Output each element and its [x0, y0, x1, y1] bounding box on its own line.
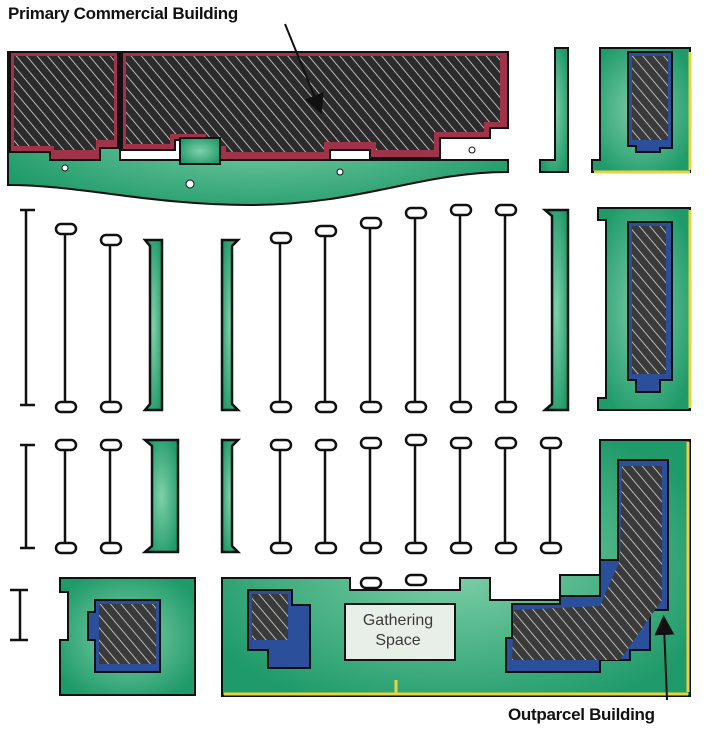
- primary-building-leader-arrow: [284, 23, 324, 115]
- landscape-island: [141, 438, 180, 554]
- outparcel-building-label: Outparcel Building: [508, 705, 655, 724]
- primary-building-left-roof: [14, 56, 114, 150]
- outparcel-building-leader-arrow: [654, 615, 675, 701]
- parking-row-2: [20, 433, 563, 555]
- landscape-island: [541, 208, 570, 412]
- parking-row-1: [20, 203, 570, 414]
- primary-building-block: [7, 51, 509, 207]
- bottom-main-lot: [221, 439, 691, 697]
- primary-building-entry-court: [179, 137, 221, 165]
- landscape-island: [539, 47, 569, 173]
- gathering-space: [344, 603, 456, 661]
- primary-building-green-frontage: [7, 51, 509, 207]
- gathering-space-label: Gathering Space: [352, 611, 444, 651]
- landscape-island: [142, 238, 164, 412]
- landscape-island: [220, 238, 242, 412]
- gathering-space-label-line2: Space: [375, 632, 421, 649]
- gathering-space-label-line1: Gathering: [362, 612, 434, 629]
- primary-commercial-building-label: Primary Commercial Building: [8, 4, 238, 23]
- landscape-island: [220, 438, 242, 554]
- bottom-left-lot: [10, 577, 196, 696]
